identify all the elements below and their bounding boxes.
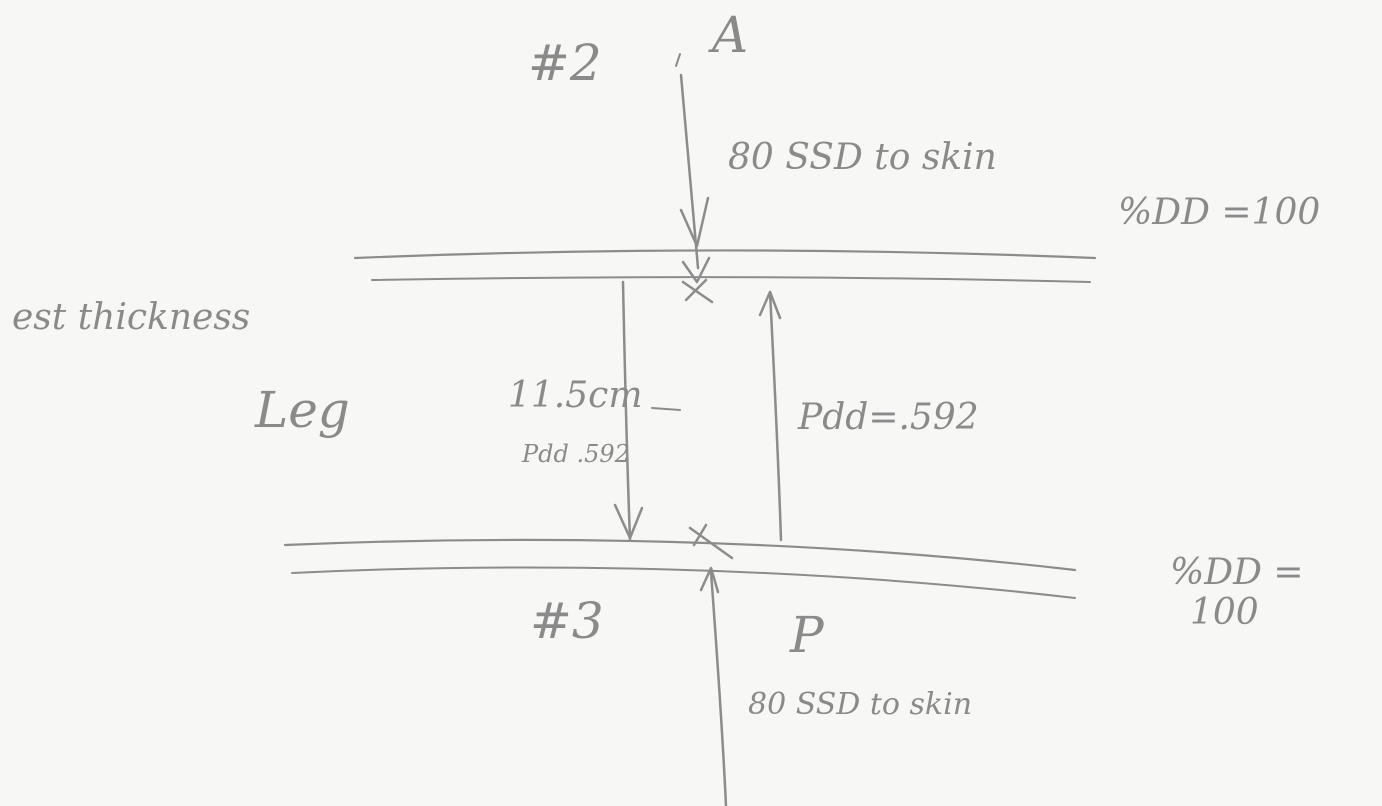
thickness-arrow — [621, 280, 632, 542]
beam-top-id: #2 — [528, 34, 602, 92]
top-pdd: %DD =100 — [1118, 192, 1321, 233]
pdd-up-arrow — [768, 290, 783, 542]
bottom-skin-line-inner — [291, 566, 1076, 599]
thickness-value: 11.5cm — [508, 375, 643, 416]
beam-bottom-direction: P — [790, 606, 824, 664]
top-skin-line-inner — [371, 276, 1091, 283]
est-thickness-label: est thickness — [12, 297, 251, 338]
beam-top-direction: A — [712, 6, 749, 64]
bottom-cross-mark — [688, 523, 734, 560]
pdd-left: Pdd .592 — [522, 440, 630, 468]
bottom-pdd-line2: 100 — [1190, 592, 1259, 633]
pdd-right: Pdd=.592 — [798, 397, 979, 438]
beam-top-ssd: 80 SSD to skin — [728, 137, 997, 178]
region-label: Leg — [255, 381, 350, 439]
beam-a-arrow — [679, 73, 700, 270]
beam-bottom-ssd: 80 SSD to skin — [748, 687, 973, 722]
top-skin-line — [353, 249, 1097, 260]
beam-bottom-id: #3 — [530, 592, 604, 650]
top-cross-mark — [681, 278, 714, 304]
beam-p-arrow — [709, 570, 728, 806]
bottom-pdd-line1: %DD = — [1170, 552, 1304, 593]
bottom-skin-line — [283, 538, 1077, 572]
